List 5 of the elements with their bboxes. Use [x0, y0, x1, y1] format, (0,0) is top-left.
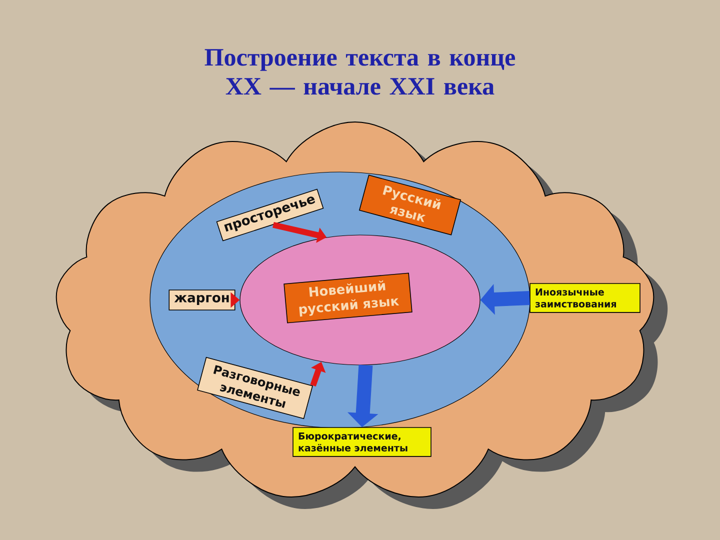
label-box: Бюрократические, казённые элементы: [292, 427, 432, 457]
label-box: Иноязычные заимствования: [530, 283, 640, 313]
title: Построение текста в конце XX — начале XXI века: [204, 49, 516, 95]
label-box: Новейший русский язык: [284, 272, 412, 324]
label-box: жаргон: [168, 290, 236, 310]
